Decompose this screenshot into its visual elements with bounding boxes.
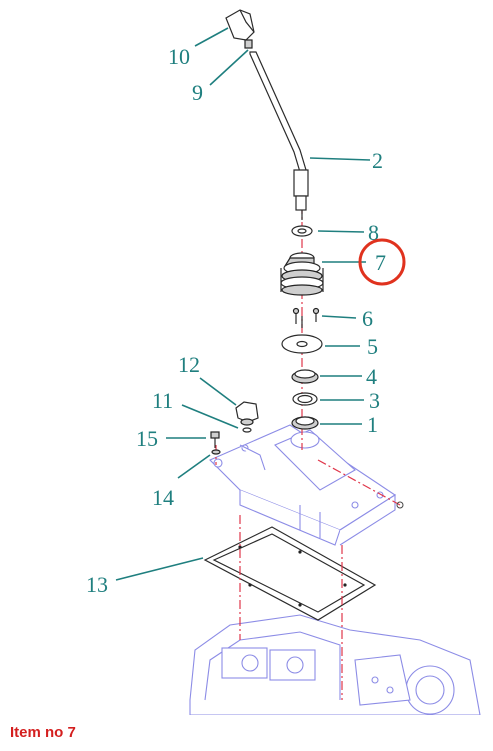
- shift-knob: [225, 9, 255, 49]
- callout-2: 2: [372, 148, 383, 173]
- ring: [292, 392, 318, 406]
- callout-4: 4: [366, 364, 377, 389]
- shift-lever: [249, 51, 309, 220]
- washer: [291, 225, 313, 237]
- callout-14: 14: [152, 485, 174, 510]
- rubber-boot: [280, 252, 324, 296]
- callout-labels: 10 9 2 8 7 6 5 4 3 1 12 11 15 14 13: [86, 44, 386, 597]
- seal: [291, 416, 319, 430]
- callout-3: 3: [369, 388, 380, 413]
- callout-8: 8: [368, 220, 379, 245]
- callout-15: 15: [136, 426, 158, 451]
- callout-7: 7: [375, 250, 386, 275]
- callout-6: 6: [362, 306, 373, 331]
- callout-13: 13: [86, 572, 108, 597]
- retaining-plate: [281, 334, 323, 354]
- breather-cap: [235, 401, 259, 433]
- callout-5: 5: [367, 334, 378, 359]
- callout-12: 12: [178, 352, 200, 377]
- callout-1: 1: [367, 412, 378, 437]
- bearing: [291, 369, 319, 384]
- item-caption: Item no 7: [10, 724, 76, 741]
- callout-9: 9: [192, 80, 203, 105]
- callout-11: 11: [152, 388, 173, 413]
- exploded-parts-diagram: 10 9 2 8 7 6 5 4 3 1 12 11 15 14 13: [86, 9, 481, 715]
- screws: [292, 307, 320, 328]
- callout-10: 10: [168, 44, 190, 69]
- leader-lines: [115, 27, 371, 581]
- shifter-cover: [209, 424, 404, 546]
- highlight-circle-item-7: [358, 238, 406, 286]
- bolt: [210, 431, 221, 455]
- gasket: [203, 526, 377, 621]
- gearbox-housing: [189, 614, 481, 715]
